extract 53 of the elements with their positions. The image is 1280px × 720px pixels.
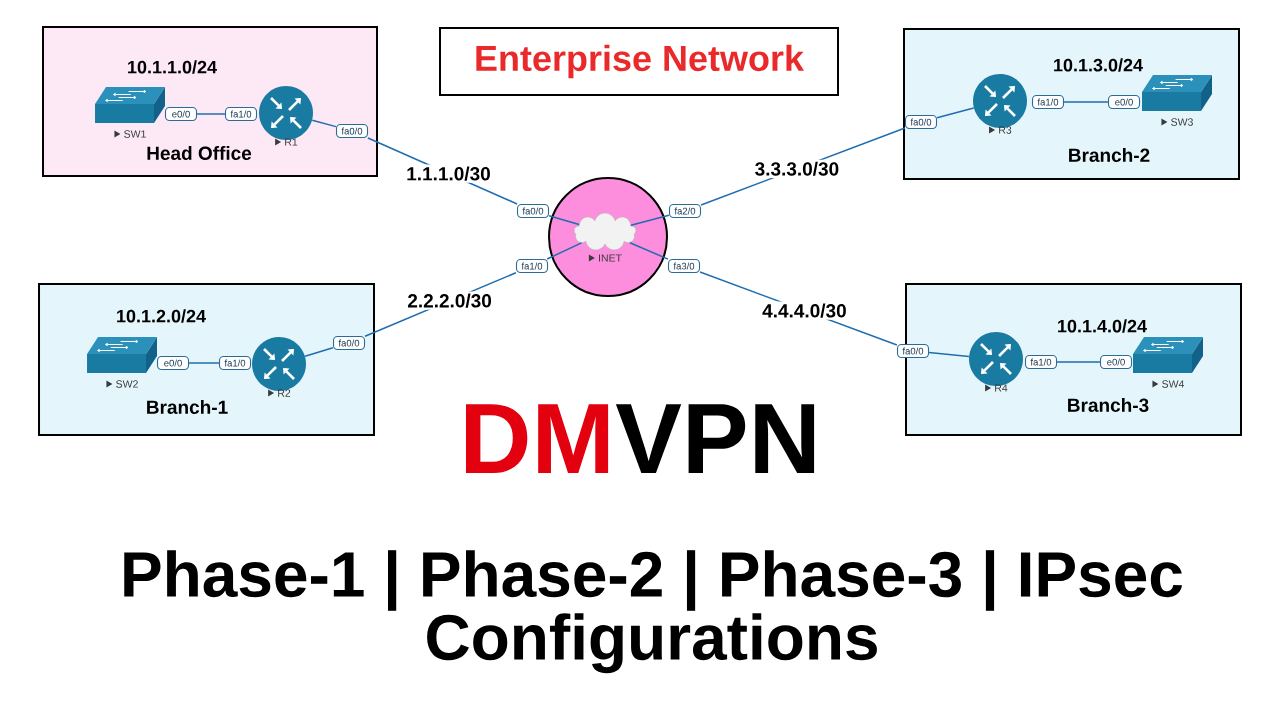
device-label: SW2 [116, 380, 138, 388]
site-name: Branch-2 [1069, 148, 1150, 162]
interface-tag: fa1/0 [224, 106, 258, 122]
edge-label: 1.1.1.0/30 [404, 164, 493, 183]
subnet-label: 10.1.3.0/24 [1054, 58, 1143, 72]
interface-tag: fa0/0 [516, 203, 550, 219]
subnet-label: 10.1.1.0/24 [128, 60, 217, 74]
link-line [548, 214, 580, 226]
link-line [196, 113, 226, 115]
device-label: R2 [278, 389, 291, 397]
device-label: SW1 [124, 130, 146, 138]
site-name: Branch-3 [1068, 398, 1149, 412]
link-line [928, 351, 970, 358]
site-name: Head Office [147, 146, 252, 160]
link-line [188, 362, 220, 364]
subnet-label: 10.1.2.0/24 [117, 309, 206, 323]
edge-label: 4.4.4.0/30 [760, 301, 849, 320]
title-box: Enterprise Network [439, 27, 839, 96]
interface-tag: fa0/0 [896, 343, 930, 359]
interface-tag: e0/0 [156, 355, 190, 371]
device-label: SW3 [1171, 118, 1193, 126]
site-name: Branch-1 [147, 400, 228, 414]
link-line [311, 119, 337, 128]
link-line [304, 347, 334, 357]
edge-label: 2.2.2.0/30 [405, 291, 494, 310]
interface-tag: fa1/0 [515, 258, 549, 274]
device-label: SW4 [1162, 380, 1185, 388]
interface-tag: e0/0 [164, 106, 198, 122]
interface-tag: fa0/0 [904, 114, 938, 130]
device-label: R3 [999, 126, 1012, 134]
headline-word: VPN [615, 404, 815, 473]
link-line [1063, 101, 1109, 103]
interface-tag: e0/0 [1107, 94, 1141, 110]
interface-tag: fa0/0 [332, 335, 366, 351]
device-label: R1 [285, 138, 298, 146]
link-line [630, 214, 670, 226]
device-label: R4 [995, 384, 1008, 392]
interface-tag: fa1/0 [1024, 354, 1058, 370]
interface-tag: fa2/0 [668, 203, 702, 219]
headline-word: DM [466, 404, 609, 473]
subnet-label: 10.1.4.0/24 [1058, 319, 1147, 333]
device-label: INET [599, 254, 622, 262]
link-line [936, 107, 975, 119]
caption: Phase-1 | Phase-2 | Phase-3 | IPsec Configurations [124, 550, 1183, 674]
interface-tag: fa3/0 [667, 258, 701, 274]
interface-tag: fa1/0 [218, 355, 252, 371]
link-line [629, 241, 669, 260]
interface-tag: e0/0 [1099, 354, 1133, 370]
interface-tag: fa1/0 [1031, 94, 1065, 110]
interface-tag: fa0/0 [335, 123, 369, 139]
edge-label: 3.3.3.0/30 [752, 159, 842, 178]
link-line [546, 242, 583, 260]
link-line [1056, 361, 1101, 363]
